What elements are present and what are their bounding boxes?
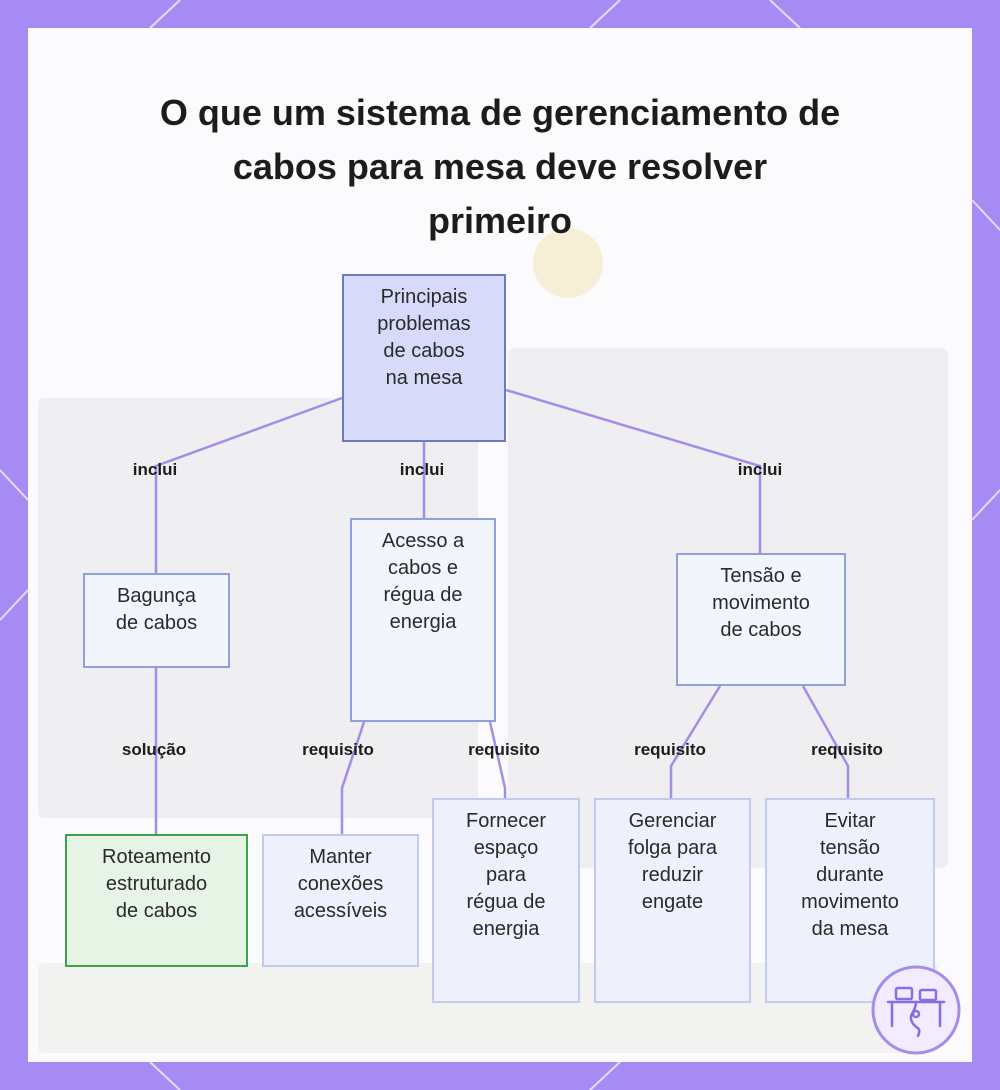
edge-access-keep xyxy=(340,721,366,834)
node-access-line-2: cabos e xyxy=(387,557,459,579)
node-space-line-2: espaço xyxy=(473,837,539,859)
node-root-line-3: de cabos xyxy=(383,340,465,362)
node-access: Acesso a cabos e régua de energia xyxy=(350,518,496,722)
node-tension-line-1: Tensão e xyxy=(720,565,802,587)
edge-label-root-access: inclui xyxy=(399,460,445,479)
node-access-line-4: energia xyxy=(389,611,457,633)
node-keep-line-1: Manter xyxy=(309,846,372,868)
node-avoid-line-5: da mesa xyxy=(811,918,889,940)
title-line-1: O que um sistema de gerenciamento de xyxy=(159,92,841,133)
edge-access-space xyxy=(488,721,507,798)
edge-label-root-clutter: inclui xyxy=(132,460,178,479)
background-circle xyxy=(533,228,603,298)
node-root: Principais problemas de cabos na mesa xyxy=(342,274,506,442)
page-title: O que um sistema de gerenciamento de cab… xyxy=(28,86,972,248)
node-slack-line-3: reduzir xyxy=(641,864,704,886)
node-tension-line-2: movimento xyxy=(712,592,810,614)
node-avoid-line-4: movimento xyxy=(801,891,899,913)
node-structured-routing: Roteamento estruturado de cabos xyxy=(65,834,248,967)
node-clutter-line-1: Bagunça xyxy=(117,585,196,607)
node-space-line-5: energia xyxy=(472,918,540,940)
node-routing-line-3: de cabos xyxy=(115,900,198,922)
edge-label-tension-slack: requisito xyxy=(634,740,706,759)
node-root-line-2: problemas xyxy=(377,313,471,335)
node-space-line-1: Fornecer xyxy=(465,810,547,832)
node-slack-line-1: Gerenciar xyxy=(628,810,717,832)
connector-lines xyxy=(154,388,850,834)
node-root-line-4: na mesa xyxy=(385,367,463,389)
node-access-line-3: régua de xyxy=(383,584,463,606)
node-tension-line-3: de cabos xyxy=(720,619,802,641)
desk-cable-logo-icon xyxy=(871,965,961,1055)
node-slack-line-2: folga para xyxy=(628,837,717,859)
edge-label-access-keep: requisito xyxy=(302,740,374,759)
edge-label-tension-avoid: requisito xyxy=(811,740,883,759)
node-space-line-4: régua de xyxy=(466,891,546,913)
title-line-2: cabos para mesa deve resolver xyxy=(232,146,768,187)
edge-label-clutter-routing: solução xyxy=(121,740,187,759)
edge-label-access-space: requisito xyxy=(468,740,540,759)
edge-root-tension xyxy=(505,388,762,553)
node-access-line-1: Acesso a xyxy=(381,530,465,552)
node-tension: Tensão e movimento de cabos xyxy=(676,553,846,686)
edge-label-root-tension: inclui xyxy=(737,460,783,479)
node-avoid-line-1: Evitar xyxy=(824,810,876,832)
edge-tension-slack xyxy=(669,685,722,798)
node-clutter-line-2: de cabos xyxy=(115,612,198,634)
edge-tension-avoid xyxy=(801,685,850,798)
node-avoid-line-3: durante xyxy=(816,864,884,886)
node-routing-line-1: Roteamento xyxy=(102,846,211,868)
title-line-3: primeiro xyxy=(427,200,573,241)
edge-root-clutter xyxy=(154,396,343,573)
node-avoid-line-2: tensão xyxy=(819,837,881,859)
node-slack-line-4: engate xyxy=(641,891,704,913)
node-routing-line-2: estruturado xyxy=(105,873,208,895)
node-clutter: Bagunça de cabos xyxy=(83,573,230,668)
node-keep-line-2: conexões xyxy=(297,873,384,895)
node-manage-slack: Gerenciar folga para reduzir engate xyxy=(594,798,751,1003)
diagram-canvas: O que um sistema de gerenciamento de cab… xyxy=(28,28,972,1062)
node-keep-line-3: acessíveis xyxy=(293,900,388,922)
node-power-strip-space: Fornecer espaço para régua de energia xyxy=(432,798,580,1003)
node-space-line-3: para xyxy=(485,864,527,886)
node-root-line-1: Principais xyxy=(380,286,468,308)
node-keep-accessible: Manter conexões acessíveis xyxy=(262,834,419,967)
